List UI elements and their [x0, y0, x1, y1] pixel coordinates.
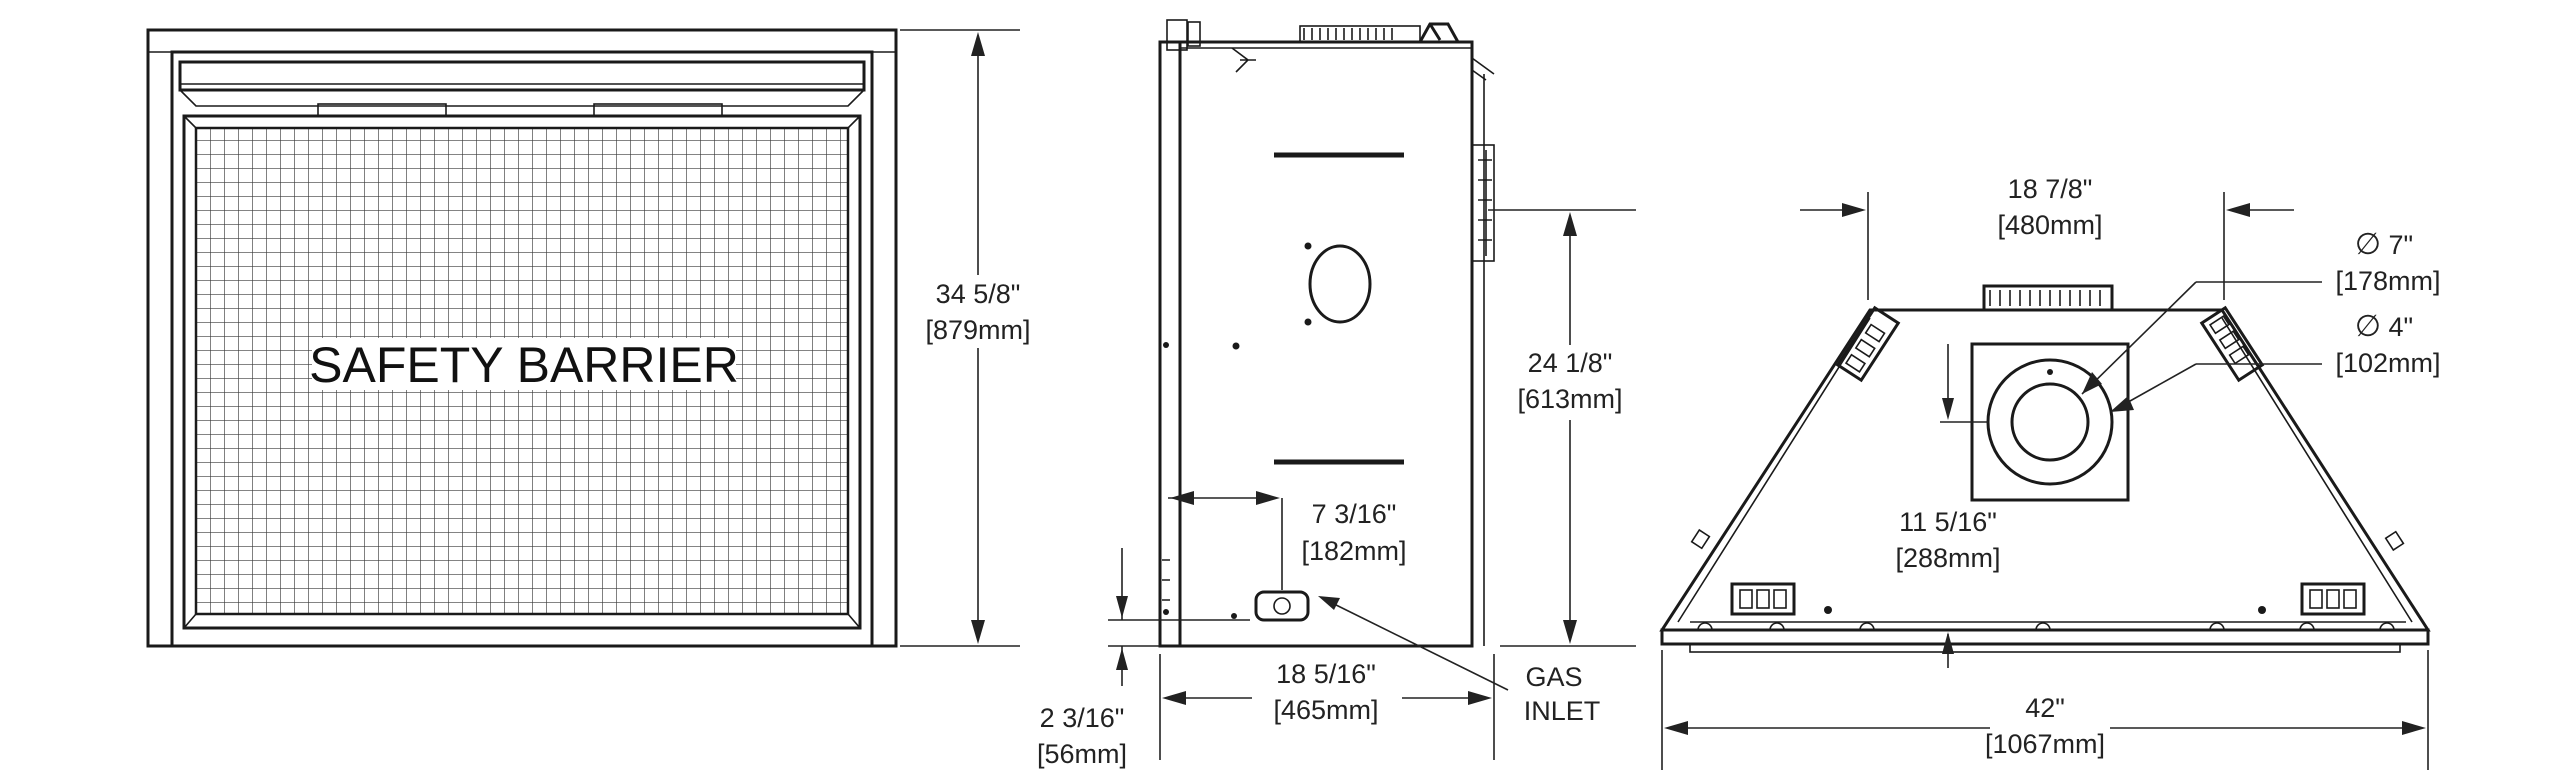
right-upper-bracket — [2199, 305, 2265, 383]
gas-inlet-fitting — [1254, 590, 1310, 622]
front-height-bracket: [879mm] — [925, 315, 1030, 345]
flue-depth-in: 11 5/16" — [1899, 507, 1997, 537]
outer-diameter-label: ∅ 7" — [2355, 228, 2413, 261]
top-body-outline — [1659, 308, 2431, 632]
gas-inlet-label-line2: INLET — [1524, 696, 1601, 726]
left-upper-bracket — [1835, 305, 1901, 383]
side-top-collar — [1299, 25, 1421, 43]
front-height-mm: 879mm — [933, 315, 1023, 345]
inner-diameter-label: ∅ 4" — [2355, 310, 2413, 343]
side-depth-mm: 465mm — [1281, 695, 1371, 725]
outer-diameter-mm: 178mm — [2343, 266, 2433, 296]
front-height-in: 34 5/8" — [936, 279, 1021, 309]
outer-diameter-symbol: ∅ — [2355, 228, 2381, 261]
side-view: 7 3/16" [182mm] 2 3/16" [56mm] 18 5/16" … — [1037, 19, 1636, 769]
safety-barrier-label-bg — [312, 338, 736, 390]
flue-height-bracket: [613mm] — [1517, 384, 1622, 414]
inner-diameter-symbol: ∅ — [2355, 310, 2381, 343]
inner-diameter-in: 4" — [2389, 312, 2414, 342]
safety-barrier-label: SAFETY BARRIER — [309, 337, 739, 393]
inner-diameter-bracket: [102mm] — [2335, 348, 2440, 378]
side-flue-opening — [1308, 244, 1372, 324]
side-depth-in: 18 5/16" — [1276, 659, 1376, 689]
flue-height-in: 24 1/8" — [1528, 348, 1613, 378]
back-width-bracket: [480mm] — [1997, 210, 2102, 240]
gas-height-bracket: [56mm] — [1037, 739, 1127, 769]
flue-offset-mm: 182mm — [1309, 536, 1399, 566]
flue-height-mm: 613mm — [1525, 384, 1615, 414]
flue-square — [1970, 342, 2130, 502]
gas-inlet-label-line1: GAS — [1525, 662, 1582, 692]
flue-inner-circle — [2010, 382, 2090, 462]
front-width-in: 42" — [2025, 693, 2065, 723]
gas-height-mm: 56mm — [1044, 739, 1119, 769]
front-inner-frame — [170, 50, 874, 648]
top-front-lip — [1660, 628, 2430, 646]
back-width-in: 18 7/8" — [2008, 174, 2093, 204]
inner-diameter-mm: 102mm — [2343, 348, 2433, 378]
side-front-trim — [1158, 40, 1182, 648]
front-width-bracket: [1067mm] — [1985, 729, 2105, 759]
flue-offset-in: 7 3/16" — [1312, 499, 1397, 529]
front-view: SAFETY BARRIER 34 5/8" [879mm] — [146, 28, 1031, 648]
top-collar — [1982, 284, 2114, 312]
front-top-header — [178, 60, 866, 92]
front-width-mm: 1067mm — [1992, 729, 2097, 759]
flue-depth-mm: 288mm — [1903, 543, 1993, 573]
top-view: 18 7/8" [480mm] ∅ 7" [178mm] ∅ 4" [102mm… — [1659, 174, 2441, 770]
flue-offset-bracket: [182mm] — [1301, 536, 1406, 566]
back-width-mm: 480mm — [2005, 210, 2095, 240]
front-glass-opening — [182, 114, 862, 630]
side-rear-vent — [1471, 144, 1495, 262]
flue-depth-bracket: [288mm] — [1895, 543, 2000, 573]
gas-height-in: 2 3/16" — [1040, 703, 1125, 733]
outer-diameter-in: 7" — [2389, 230, 2414, 260]
outer-diameter-bracket: [178mm] — [2335, 266, 2440, 296]
left-lower-bracket — [1730, 582, 1796, 616]
side-depth-bracket: [465mm] — [1273, 695, 1378, 725]
right-lower-bracket — [2300, 582, 2366, 616]
